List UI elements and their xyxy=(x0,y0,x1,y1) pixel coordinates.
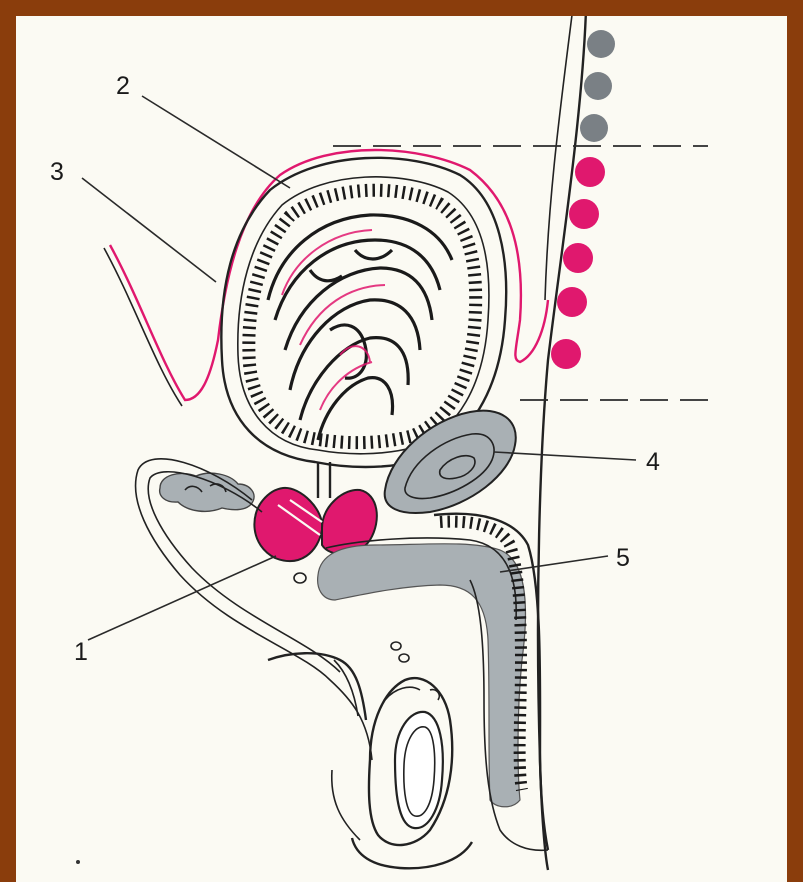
grey-dot xyxy=(584,72,612,100)
diagram-frame: 1 2 3 4 5 xyxy=(16,16,787,882)
bladder-muscle-layer xyxy=(249,190,476,442)
magenta-dot xyxy=(563,243,593,273)
bladder-mucosa-folds xyxy=(268,215,452,440)
anatomy-diagram: 1 2 3 4 5 xyxy=(16,16,787,882)
bladder-neck xyxy=(318,462,330,498)
seminal-vesicle xyxy=(160,473,254,511)
magenta-dot xyxy=(551,339,581,369)
body-wall-line xyxy=(538,16,586,870)
thigh-line xyxy=(332,770,360,840)
grey-dot xyxy=(587,30,615,58)
magenta-dot xyxy=(575,157,605,187)
testis xyxy=(395,712,443,828)
label-3: 3 xyxy=(50,158,64,186)
grey-dot xyxy=(580,114,608,142)
peritoneum-outline xyxy=(104,248,182,406)
label-1: 1 xyxy=(74,638,88,666)
leader-line-2 xyxy=(142,96,290,188)
dot-column xyxy=(551,30,615,369)
prostate-left-lobe xyxy=(254,488,322,561)
leader-line-4 xyxy=(494,452,636,460)
label-4: 4 xyxy=(646,448,660,476)
leader-line-3 xyxy=(82,178,216,282)
magenta-dot xyxy=(569,199,599,229)
magenta-dot xyxy=(557,287,587,317)
rectum xyxy=(385,411,516,513)
label-2: 2 xyxy=(116,72,130,100)
label-5: 5 xyxy=(616,544,630,572)
speck xyxy=(76,860,80,864)
